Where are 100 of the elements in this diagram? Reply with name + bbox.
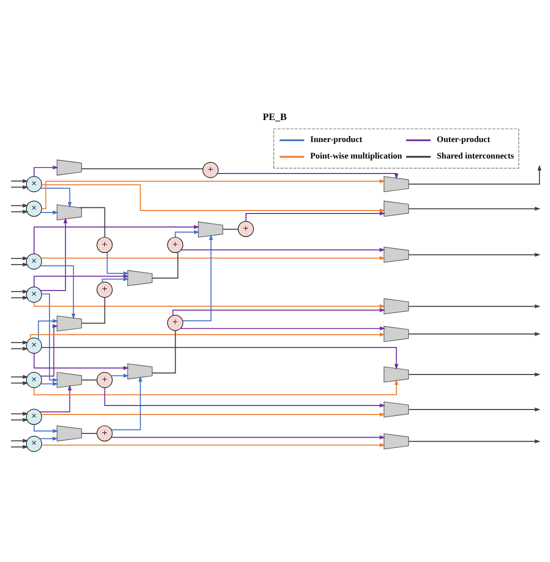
arrow [41,443,386,448]
node-circle: × [26,200,42,217]
arrow [40,412,386,416]
arrow [40,256,386,260]
arrow [41,184,386,213]
legend-label: Inner-product [310,134,362,144]
node-trapezoid [56,160,82,176]
legend-label: Outer-product [436,134,490,144]
node-trapezoid [384,246,409,263]
arrow [34,225,200,254]
arrow [34,352,130,370]
node-circle: + [96,372,113,388]
arrow [40,188,72,208]
node-circle: × [26,408,42,425]
arrow [110,374,130,378]
arrow [10,412,28,416]
arrow [408,332,540,336]
arrow [10,256,28,260]
arrow [10,296,28,300]
node-circle: × [26,372,42,388]
arrow [10,438,28,443]
arrow [40,382,58,386]
connector [222,228,238,230]
arrow [10,444,28,449]
node-circle: × [26,338,42,354]
node-trapezoid [384,298,409,314]
arrow [245,211,386,222]
arrow [408,304,540,308]
arrow [172,308,386,316]
arrow [41,293,58,382]
connector [152,330,176,374]
arrow [10,262,28,267]
arrow [10,374,28,379]
arrow [38,318,58,340]
arrow [180,248,386,252]
node-circle: + [167,314,184,331]
connector [81,432,98,434]
arrow [34,302,386,308]
legend-label: Point-wise multiplication [310,150,402,160]
node-trapezoid [384,200,409,217]
arrow [10,381,28,386]
node-trapezoid [56,204,82,220]
node-circle: + [202,162,219,178]
arrow [408,372,540,376]
arrow [102,277,130,283]
arrow [10,179,28,184]
arrow [10,204,28,208]
arrow [408,408,540,412]
connector [81,168,204,170]
node-circle: + [96,425,113,442]
connector [79,207,106,238]
legend-label: Shared interconnects [436,150,514,160]
connector [81,297,106,324]
node-circle: + [96,236,113,253]
arrow [34,274,130,288]
node-circle: × [26,436,42,452]
node-trapezoid [384,326,409,342]
node-trapezoid [384,176,409,192]
node-trapezoid [56,425,82,442]
arrow [10,210,28,214]
node-trapezoid [198,222,224,238]
node-trapezoid [56,372,82,388]
arrow [40,265,76,320]
arrow [39,384,72,412]
arrow [106,252,130,276]
node-circle: × [26,286,42,303]
node-trapezoid [384,366,409,383]
arrow [104,387,386,408]
node-trapezoid [384,433,409,450]
arrow [180,326,386,330]
node-trapezoid [56,316,82,332]
arrow [408,439,540,444]
arrow [10,346,28,351]
arrow [111,376,142,430]
arrow [34,379,398,396]
arrow [408,252,540,257]
arrow [10,290,28,294]
node-circle: + [238,220,254,237]
arrow [10,340,28,345]
arrow [34,166,58,177]
arrow [30,332,386,340]
node-trapezoid [127,363,152,380]
arrow [10,185,28,190]
arrow [40,210,58,214]
arrow [182,234,213,322]
node-circle: + [96,282,113,298]
node-trapezoid [384,401,409,418]
node-circle: + [167,236,184,253]
arrow [34,424,58,433]
connector [152,252,178,279]
arrow [408,164,542,185]
arrow [174,230,200,238]
node-circle: × [26,176,42,192]
arrow [10,418,28,422]
node-trapezoid [127,270,152,286]
arrow [110,435,386,440]
arrow [40,218,68,291]
arrow [41,346,398,370]
arrow [216,173,398,180]
arrow [41,179,386,210]
